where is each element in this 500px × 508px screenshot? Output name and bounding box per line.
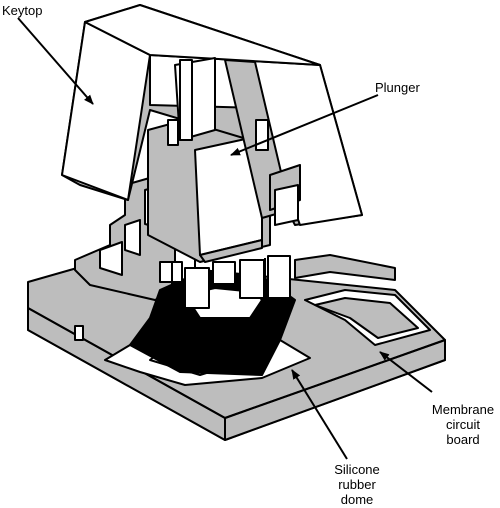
label-membrane-line-1: Membrane	[431, 402, 495, 417]
label-membrane-line-3: board	[446, 432, 480, 447]
silicone-arrow	[291, 369, 348, 460]
label-membrane-line-2: circuit	[446, 417, 480, 432]
label-membrane-circuit-board: Membrane circuit board	[428, 402, 498, 447]
keytop	[61, 4, 363, 226]
label-silicone-line-3: dome	[340, 492, 374, 507]
label-silicone-line-2: rubber	[338, 477, 376, 492]
membrane-arrow	[379, 351, 433, 393]
label-keytop: Keytop	[2, 3, 43, 18]
plunger	[147, 119, 291, 309]
label-silicone-rubber-dome: Silicone rubber dome	[322, 462, 392, 507]
label-plunger: Plunger	[375, 80, 420, 95]
label-silicone-line-1: Silicone	[334, 462, 380, 477]
keytop-arrow	[17, 17, 94, 105]
plunger-arrow	[230, 94, 379, 156]
